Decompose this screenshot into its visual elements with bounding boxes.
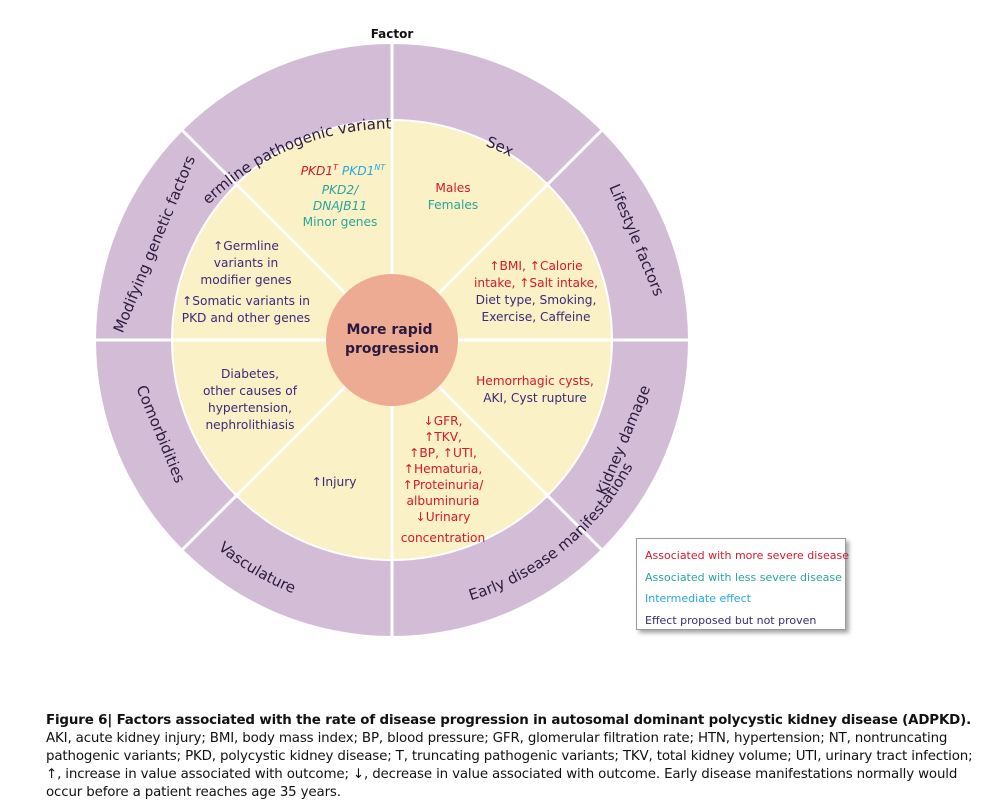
svg-text:↑Injury: ↑Injury (312, 475, 357, 489)
svg-text:AKI, Cyst rupture: AKI, Cyst rupture (483, 391, 587, 405)
gene-pkd1-truncating: PKD1 (301, 164, 333, 178)
svg-text:hypertension,: hypertension, (208, 401, 292, 415)
factor-wheel: Factor More rapid progression Germline p… (0, 0, 688, 636)
caption-lead: Figure 6| Factors associated with the ra… (46, 713, 972, 728)
svg-text:PKD and other genes: PKD and other genes (182, 311, 311, 325)
svg-text:↑Hematuria,: ↑Hematuria, (404, 462, 482, 476)
svg-text:PKD1T PKD1NT: PKD1T PKD1NT (301, 163, 387, 178)
svg-text:albuminuria: albuminuria (407, 494, 480, 508)
center-label-line2: progression (345, 341, 439, 357)
segment-kidney-damage: Hemorrhagic cysts, AKI, Cyst rupture (476, 374, 594, 405)
svg-text:↑BP, ↑UTI,: ↑BP, ↑UTI, (409, 446, 477, 460)
segment-early-disease: ↓GFR, ↑TKV, ↑BP, ↑UTI, ↑Hematuria, ↑Prot… (401, 414, 485, 545)
svg-text:↑Proteinuria/: ↑Proteinuria/ (403, 478, 485, 492)
segment-modifying-genetic: ↑Germline variants in modifier genes ↑So… (182, 239, 311, 325)
segment-vasculature: ↑Injury (312, 475, 357, 489)
svg-text:↑TKV,: ↑TKV, (424, 430, 462, 444)
factor-wheel-figure: Factor More rapid progression Germline p… (0, 0, 688, 636)
gene-dnajb11: DNAJB11 (313, 199, 367, 213)
svg-text:other causes of: other causes of (203, 384, 298, 398)
svg-text:↑BMI, ↑Calorie: ↑BMI, ↑Calorie (489, 259, 582, 273)
legend: Associated with more severe disease Asso… (636, 538, 850, 630)
minor-genes: Minor genes (303, 215, 378, 229)
legend-proposed: Effect proposed but not proven (645, 613, 817, 627)
gene-pkd1-nontruncating: PKD1 (338, 164, 374, 178)
svg-text:↑Somatic variants in: ↑Somatic variants in (182, 294, 310, 308)
svg-text:↓Urinary: ↓Urinary (416, 510, 471, 524)
svg-text:nephrolithiasis: nephrolithiasis (205, 418, 294, 432)
svg-text:concentration: concentration (401, 531, 485, 545)
svg-text:modifier genes: modifier genes (200, 273, 291, 287)
factor-title: Factor (371, 27, 414, 41)
svg-text:Hemorrhagic cysts,: Hemorrhagic cysts, (476, 374, 594, 388)
svg-text:Exercise, Caffeine: Exercise, Caffeine (482, 310, 591, 324)
svg-text:↑Germline: ↑Germline (213, 239, 279, 253)
segment-lifestyle: ↑BMI, ↑Calorie intake, ↑Salt intake, Die… (474, 259, 598, 324)
segment-germline: PKD1T PKD1NT PKD2/ DNAJB11 Minor genes (301, 163, 387, 229)
legend-more-severe: Associated with more severe disease (645, 549, 850, 562)
svg-text:Diet type, Smoking,: Diet type, Smoking, (476, 293, 597, 307)
gene-pkd2: PKD2/ (322, 183, 360, 197)
svg-text:Diabetes,: Diabetes, (221, 367, 279, 381)
svg-text:More rapid progression: More rapid progression (345, 322, 439, 357)
svg-text:intake, ↑Salt intake,: intake, ↑Salt intake, (474, 276, 598, 290)
center-label-line1: More rapid (347, 322, 433, 338)
segment-sex: Males Females (428, 181, 478, 212)
sex-males: Males (435, 181, 470, 195)
svg-text:↓GFR,: ↓GFR, (423, 414, 462, 428)
legend-intermediate: Intermediate effect (645, 592, 751, 605)
segment-comorbidities: Diabetes, other causes of hypertension, … (203, 367, 298, 432)
svg-text:variants in: variants in (214, 256, 278, 270)
sex-females: Females (428, 198, 478, 212)
center-circle (326, 274, 458, 406)
legend-less-severe: Associated with less severe disease (645, 570, 842, 584)
caption-body: AKI, acute kidney injury; BMI, body mass… (46, 731, 973, 800)
figure-caption: Figure 6| Factors associated with the ra… (46, 712, 976, 802)
